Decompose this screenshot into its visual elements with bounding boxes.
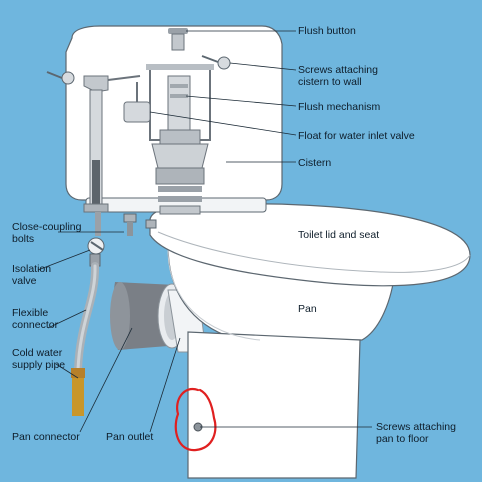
label-screws-floor: Screws attaching pan to floor [376,421,456,445]
flush-button [168,28,188,51]
label-pan-outlet: Pan outlet [106,431,154,443]
cistern-wall-screw-right [201,55,231,70]
close-coupling-bolts [123,213,157,236]
label-flush-button: Flush button [298,25,356,37]
label-cistern: Cistern [298,157,332,169]
label-toilet-lid: Toilet lid and seat [298,229,380,241]
leader-screws-cistern [229,62,297,71]
leader-pan-connector [79,327,133,433]
leader-lines [37,30,372,433]
leader-flush-mechanism [185,95,297,107]
leader-float [149,111,297,136]
label-isolation-valve: Isolation valve [12,263,52,287]
leader-pan-outlet [149,337,181,433]
label-float-valve: Float for water inlet valve [298,130,415,142]
label-pan: Pan [298,303,317,315]
cistern-wall-screw-left [46,71,75,85]
float-inlet-valve [83,75,151,213]
label-flexible-connector: Flexible connector [12,307,59,331]
label-screws-cistern: Screws attaching cistern to wall [298,64,378,88]
red-annotation-circle [174,387,217,452]
label-cold-water: Cold water supply pipe [12,347,66,371]
label-close-coupling: Close-coupling bolts [12,221,82,245]
label-pan-connector: Pan connector [12,431,80,443]
label-flush-mechanism: Flush mechanism [298,101,381,113]
leader-isolation-valve [37,249,91,271]
leader-cold-water [55,363,79,379]
flush-mechanism [146,64,214,215]
leader-flexible-connector [47,309,87,329]
